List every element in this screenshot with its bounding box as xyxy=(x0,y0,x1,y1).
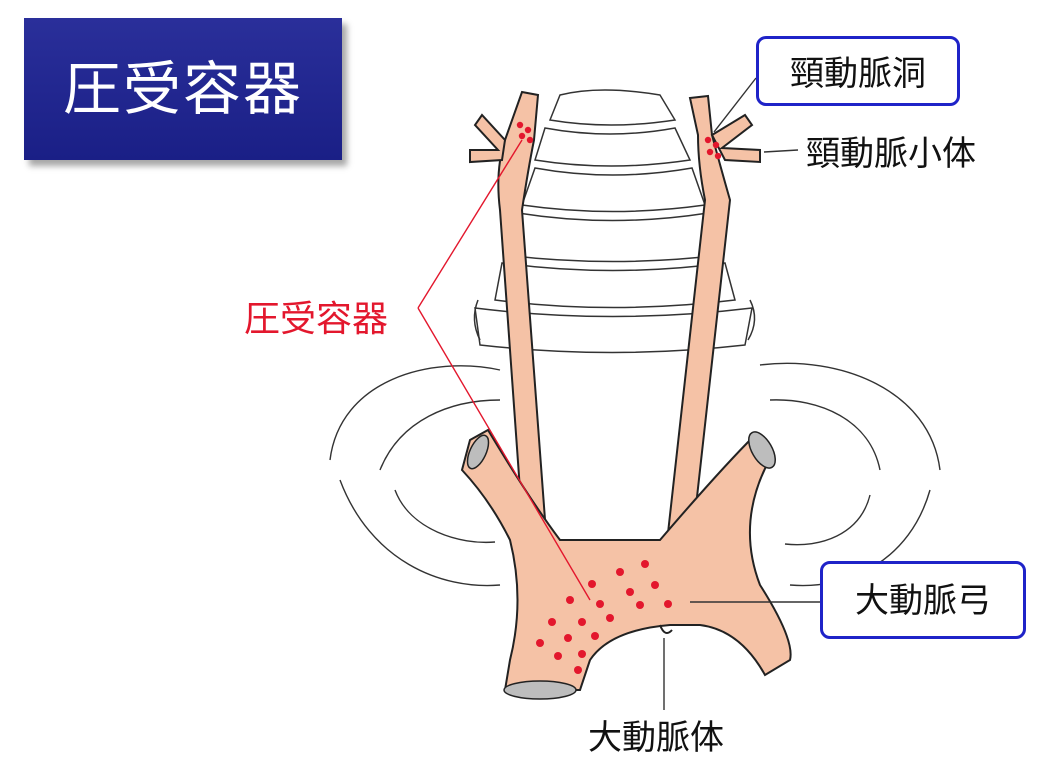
carotid-sinus-label: 頸動脈洞 xyxy=(756,36,960,106)
aortic-arch-label: 大動脈弓 xyxy=(820,561,1026,639)
vessels xyxy=(460,90,792,691)
carotid-body-label: 頸動脈小体 xyxy=(806,134,976,174)
title-text: 圧受容器 xyxy=(62,55,303,123)
leader-lines xyxy=(663,77,820,710)
aortic-body-label: 大動脈体 xyxy=(588,718,724,758)
aortic-arch-shape xyxy=(460,428,792,691)
left-carotid-branch xyxy=(469,113,507,164)
baroreceptor-leaders xyxy=(417,139,591,601)
cervical-vertebrae xyxy=(473,89,756,354)
title-banner: 圧受容器 xyxy=(24,18,342,160)
baroreceptor-label: 圧受容器 xyxy=(244,299,389,340)
receptor-dots xyxy=(516,121,722,674)
rib-outlines xyxy=(329,362,941,587)
right-carotid-branch xyxy=(710,113,761,164)
vessel-openings xyxy=(466,431,776,700)
